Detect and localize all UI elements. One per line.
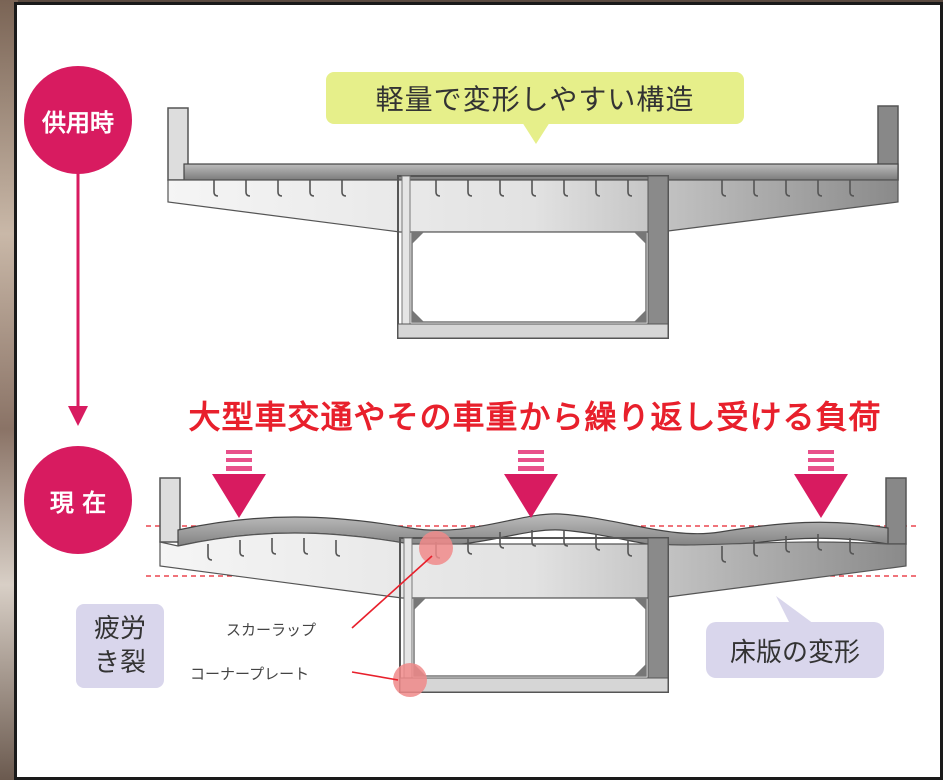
corner-plate-label: コーナープレート: [190, 665, 310, 683]
deck-slab: [183, 163, 899, 181]
bridge-present: [146, 477, 920, 693]
leader-scallop: [351, 555, 433, 629]
box-web-right: [647, 175, 669, 339]
parapet-left-present: [159, 477, 181, 543]
load-headline: 大型車交通やその車重から繰り返し受ける負荷: [188, 398, 882, 436]
crack-marker-corner: [393, 663, 427, 697]
background-photo-strip: [0, 0, 18, 780]
in-service-label: 供用時: [42, 108, 114, 137]
box-bottom-flange: [397, 323, 669, 339]
box-inner: [411, 231, 647, 323]
in-service-circle: 供用時: [24, 66, 132, 174]
load-arrow-right: [794, 450, 848, 518]
corner-plate-top-left: [412, 232, 424, 244]
structure-note-text: 軽量で変形しやすい構造: [375, 83, 695, 116]
corner-plate-top-right: [634, 232, 646, 244]
u-ribs-top: [213, 180, 855, 197]
bridge-in-service: [167, 105, 899, 339]
box-web-left: [401, 175, 411, 337]
crack-marker-scallop: [419, 531, 453, 565]
load-arrow-center: [504, 450, 558, 518]
corner-plate-present-tl: [414, 598, 426, 610]
present-label: 現 在: [49, 488, 107, 517]
box-web-right-present: [647, 537, 669, 693]
corner-plate-present-tr: [634, 598, 646, 610]
timeline-arrowhead: [68, 406, 88, 426]
corner-plate-bottom-left: [412, 310, 424, 322]
deck-deformation-text: 床版の変形: [729, 637, 860, 668]
structure-note-tail: [522, 122, 550, 144]
fatigue-crack-box: 疲労 き裂: [76, 604, 164, 688]
corner-plate-present-br: [634, 664, 646, 676]
structure-note-bubble: 軽量で変形しやすい構造: [326, 72, 744, 124]
load-arrow-left: [212, 450, 266, 518]
deck-deformation-box: 床版の変形: [706, 622, 884, 678]
corner-plate-bottom-right: [634, 310, 646, 322]
present-circle: 現 在: [24, 446, 132, 554]
fatigue-crack-text: 疲労 き裂: [93, 614, 146, 678]
leader-corner: [351, 671, 399, 681]
deform-callout-tail: [776, 596, 814, 624]
box-inner-present: [413, 597, 647, 677]
box-bottom-flange-present: [399, 677, 669, 693]
parapet-right-present: [885, 477, 907, 545]
scallop-label: スカーラップ: [226, 621, 317, 639]
